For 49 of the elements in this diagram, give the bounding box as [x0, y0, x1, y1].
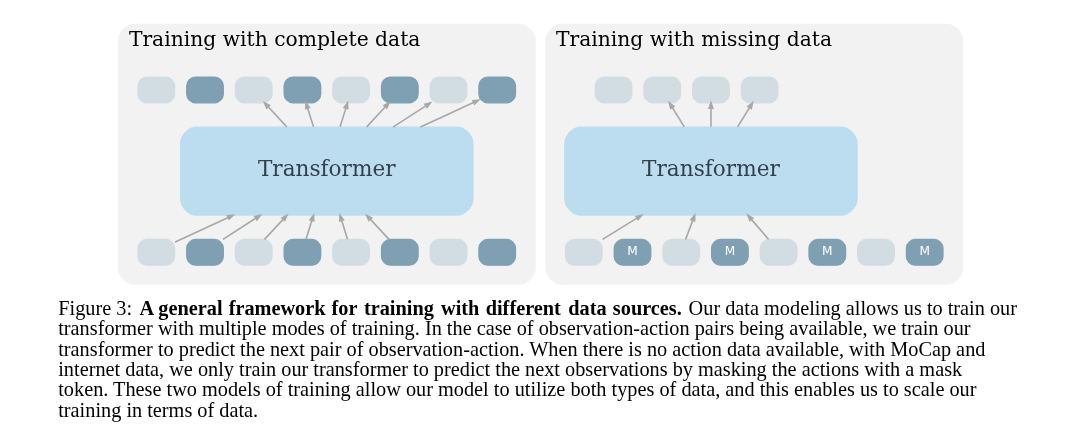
node-box [185, 76, 224, 104]
node-box: Transformer [179, 126, 474, 216]
node-box [740, 76, 779, 104]
node-box [282, 238, 321, 266]
arrow [707, 100, 714, 128]
node-box [136, 76, 175, 104]
node-box [380, 238, 419, 266]
node-box [642, 76, 681, 104]
arrow [338, 212, 348, 241]
arrow [365, 101, 391, 128]
arrow [304, 212, 315, 241]
arrow [667, 100, 685, 128]
node-box [234, 76, 273, 104]
node-box: M [613, 238, 651, 266]
node-box [234, 238, 273, 266]
node-box: M [710, 238, 749, 266]
node-box [594, 76, 632, 104]
arrow [338, 100, 349, 128]
node-box [331, 238, 370, 266]
arrow [419, 99, 481, 128]
node-box [564, 238, 603, 266]
arrow [221, 213, 262, 241]
node-box [691, 76, 730, 104]
arrow [684, 212, 696, 241]
node-box [759, 238, 798, 266]
node-box [331, 76, 370, 104]
node-box [185, 238, 224, 266]
node-box [661, 238, 700, 266]
node-box [856, 238, 895, 266]
arrow [736, 100, 754, 128]
arrow [304, 100, 314, 128]
node-box [477, 76, 516, 104]
node-box: Transformer [563, 126, 858, 216]
node-box [282, 76, 321, 104]
arrow [745, 213, 769, 241]
node-box: M [807, 238, 846, 266]
node-box: M [905, 238, 944, 266]
caption: Figure 3: A general framework for training with different data sources. Our data modeling allows us to train our transformer with multiple modes of training. In the case of observation-action pairs being available, we train our transformer to predict the next pair of observation-action. When there is no action data available, with MoCap and internet data, we only train our transformer to predict the next observations by masking the actions with a mask token. These two models of training allow our model to utilize both types of data, and this enables us to scale our training in terms of data. [57, 297, 1017, 421]
arrow [601, 213, 644, 241]
arrow [173, 214, 235, 243]
arrow [364, 213, 390, 241]
node-box [136, 238, 175, 266]
node-box [477, 238, 516, 266]
node-box [429, 76, 467, 104]
node-box [429, 238, 467, 266]
arrow [262, 101, 288, 128]
node-box [380, 76, 419, 104]
arrow [391, 101, 433, 128]
arrow [263, 213, 289, 241]
